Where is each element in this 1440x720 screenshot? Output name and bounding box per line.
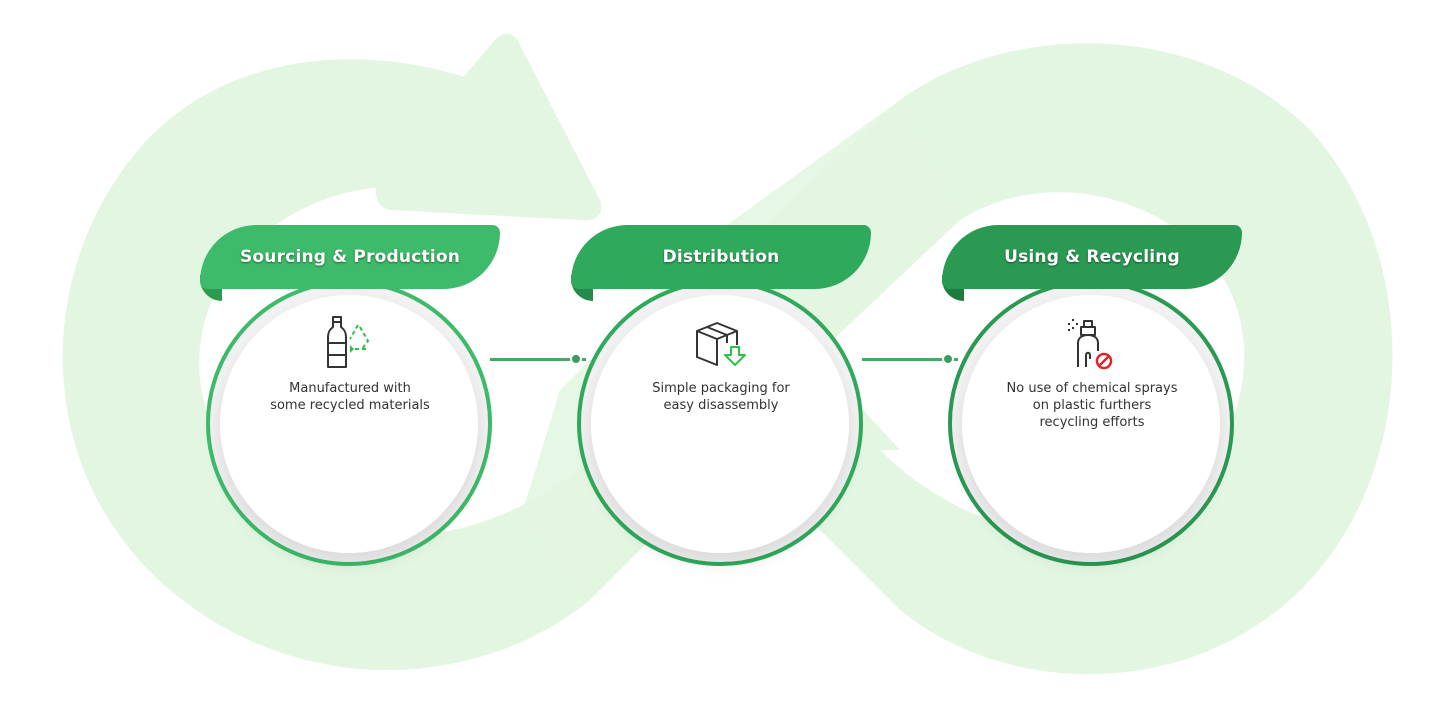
step-using-recycling: Using & Recycling — [942, 215, 1242, 566]
description-line: No use of chemical sprays — [1006, 381, 1178, 396]
step-sourcing-production: Sourcing & Production Manufactured with … — [200, 215, 500, 566]
connector-dot-2-3 — [942, 353, 954, 365]
step-face — [599, 303, 841, 545]
step-distribution: Distribution Simple packaging for easy d… — [571, 215, 871, 566]
step-description: No use of chemical sprays on plastic fur… — [982, 380, 1202, 431]
box-download-icon — [681, 315, 761, 375]
connector-dot-1-2 — [570, 353, 582, 365]
description-line: Manufactured with — [289, 381, 411, 396]
step-description: Simple packaging for easy disassembly — [611, 380, 831, 414]
description-line: on plastic furthers — [1032, 398, 1152, 413]
step-title: Using & Recycling — [942, 225, 1242, 289]
description-line: easy disassembly — [663, 398, 779, 413]
step-face — [970, 303, 1212, 545]
bottle-recycle-icon — [310, 315, 390, 375]
description-line: recycling efforts — [1039, 415, 1145, 430]
step-title: Sourcing & Production — [200, 225, 500, 289]
step-title: Distribution — [571, 225, 871, 289]
step-description: Manufactured with some recycled material… — [240, 380, 460, 414]
connector-line-1-2 — [490, 358, 586, 361]
spray-prohibited-icon — [1052, 315, 1132, 375]
step-face — [228, 303, 470, 545]
description-line: some recycled materials — [270, 398, 430, 413]
connector-line-2-3 — [862, 358, 958, 361]
description-line: Simple packaging for — [652, 381, 790, 396]
